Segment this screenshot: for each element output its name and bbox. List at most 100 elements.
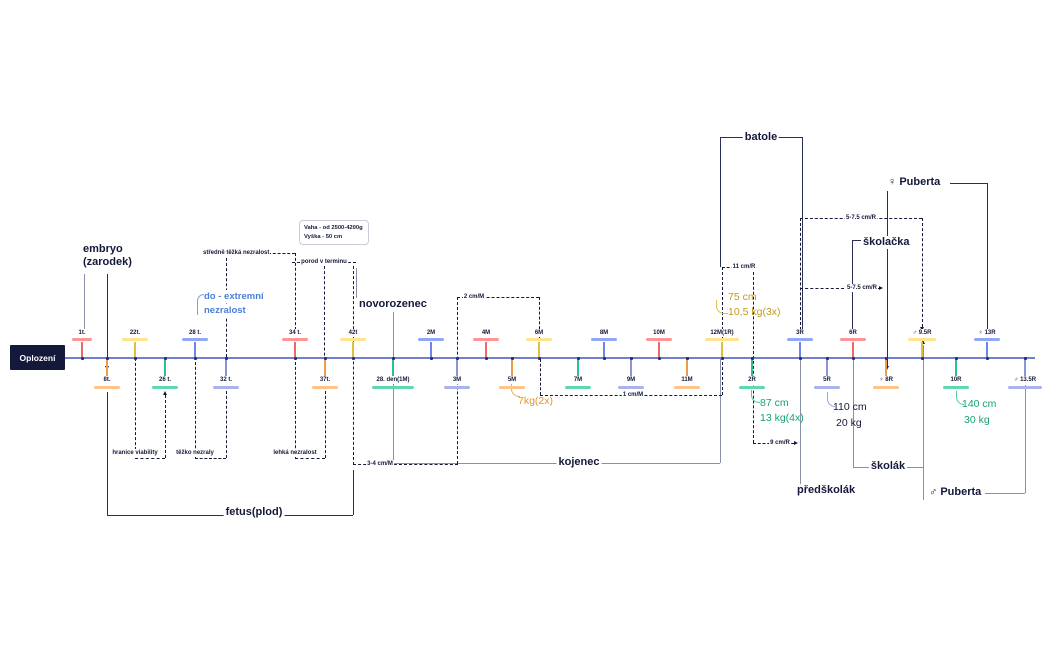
stage-label-novorozenec: novorozenec <box>357 298 429 311</box>
tick-stem <box>603 342 605 358</box>
viability-bracket-line <box>165 395 166 458</box>
tick-bar <box>787 338 813 341</box>
stage-label-kojenec: kojenec <box>556 456 602 469</box>
tick-label: 3M <box>451 376 463 384</box>
tick-bar <box>943 386 969 389</box>
growth-rate-label: 5-7.5 cm/R <box>845 284 879 292</box>
stage-label-puberta-male: ♂ Puberta <box>927 486 984 499</box>
tick-label: 28. den(1M) <box>375 376 411 384</box>
growth-rate-label: 9 cm/R <box>769 439 791 447</box>
tick-bar <box>526 338 552 341</box>
tick-label: 7M <box>572 376 584 384</box>
mild-prematurity-line <box>295 458 325 459</box>
tick-label: 42t <box>347 329 359 337</box>
birth-height: Vyška - 50 cm <box>304 234 343 240</box>
tick-stem <box>986 342 988 358</box>
tick-dot <box>884 356 888 360</box>
measurement-1y: 10,5 kg(3x) <box>728 306 781 318</box>
measurement-10y: 140 cm <box>962 398 997 410</box>
tick-bar <box>873 386 899 389</box>
growth-rate-line <box>800 288 880 289</box>
tick-bar <box>340 338 366 341</box>
stage-label-embryo: embryo <box>81 243 125 256</box>
tick-label: 28 t. <box>187 329 203 337</box>
measurement-connector <box>751 390 760 403</box>
measurement-5y: 20 kg <box>836 417 862 429</box>
puberta-female-bracket-line <box>887 191 888 366</box>
tick-dot <box>629 356 633 360</box>
growth-rate-line <box>539 297 540 339</box>
skolak-bracket-line <box>853 359 854 467</box>
tick-label: 8t. <box>102 376 112 384</box>
growth-rate-line <box>353 464 458 465</box>
tick-dot <box>798 356 802 360</box>
tick-label: ♂ 9.5R <box>911 329 933 337</box>
tick-bar <box>213 386 239 389</box>
tick-dot <box>80 356 84 360</box>
tick-dot <box>720 356 724 360</box>
tick-stem <box>456 359 458 376</box>
tick-bar <box>739 386 765 389</box>
arrow-up-icon <box>162 391 167 395</box>
tick-stem <box>721 342 723 358</box>
tick-dot <box>750 356 754 360</box>
stage-label-predskolak: předškolák <box>795 484 858 497</box>
tick-stem <box>352 342 354 358</box>
tick-stem <box>921 342 923 358</box>
tick-stem <box>1024 359 1026 376</box>
tick-stem <box>194 342 196 358</box>
viability-bracket-line <box>135 458 165 459</box>
novorozenec-connector-line <box>393 312 394 357</box>
tick-label: ♂ 13.5R <box>1012 376 1038 384</box>
tick-label: 8M <box>598 329 610 337</box>
embryo-connector-line <box>107 274 108 366</box>
measurement-connector <box>511 381 520 397</box>
tick-label: 6M <box>533 329 545 337</box>
stage-label-batole: batole <box>742 131 780 144</box>
male-icon: ♂ <box>929 486 938 498</box>
growth-rate-line <box>922 218 923 327</box>
tick-bar <box>473 338 499 341</box>
tick-label: 1t. <box>77 329 87 337</box>
tick-bar <box>72 338 92 341</box>
tick-stem <box>577 359 579 376</box>
term-birth-line <box>324 266 325 376</box>
birth-measurements-box: Vaha - od 2500-4200g Vyška - 50 cm <box>299 220 369 245</box>
tick-dot <box>293 356 297 360</box>
tick-dot <box>576 356 580 360</box>
tick-bar <box>974 338 1000 341</box>
tick-stem <box>630 359 632 376</box>
severe-prematurity-line <box>195 458 226 459</box>
mild-prematurity-line <box>295 362 296 458</box>
severe-prematurity-line <box>226 391 227 458</box>
birth-weight: Vaha - od 2500-4200g <box>304 225 363 231</box>
tick-label: 3R <box>795 329 805 337</box>
measurement-connector <box>716 300 728 314</box>
term-birth-line <box>353 266 354 465</box>
tick-bar <box>418 338 444 341</box>
tick-label: 11M <box>680 376 694 384</box>
tick-bar <box>705 338 739 341</box>
measurement-5m: 7kg(2x) <box>518 395 554 407</box>
stage-label-embryo: (zarodek) <box>81 256 134 269</box>
stage-label-skolak: školák <box>868 460 908 473</box>
mild-prematurity-line <box>325 391 326 458</box>
tick-label: 5M <box>506 376 518 384</box>
tick-dot <box>851 356 855 360</box>
measurement-2y: 87 cm <box>760 397 789 409</box>
tick-bar <box>499 386 525 389</box>
tick-dot <box>455 356 459 360</box>
tick-dot <box>985 356 989 360</box>
measurement-5y: 110 cm <box>833 401 867 413</box>
puberta-female-bracket-line <box>950 183 987 184</box>
classification-term-birth: porod v terminu <box>300 258 348 266</box>
tick-label: 37t. <box>318 376 332 384</box>
puberta-male-text: Puberta <box>940 486 982 498</box>
tick-stem <box>164 359 166 376</box>
tick-label: 34 t. <box>287 329 303 337</box>
growth-rate-label: 3-4 cm/M <box>366 460 394 468</box>
tick-dot <box>391 356 395 360</box>
tick-stem <box>538 342 540 358</box>
tick-dot <box>429 356 433 360</box>
